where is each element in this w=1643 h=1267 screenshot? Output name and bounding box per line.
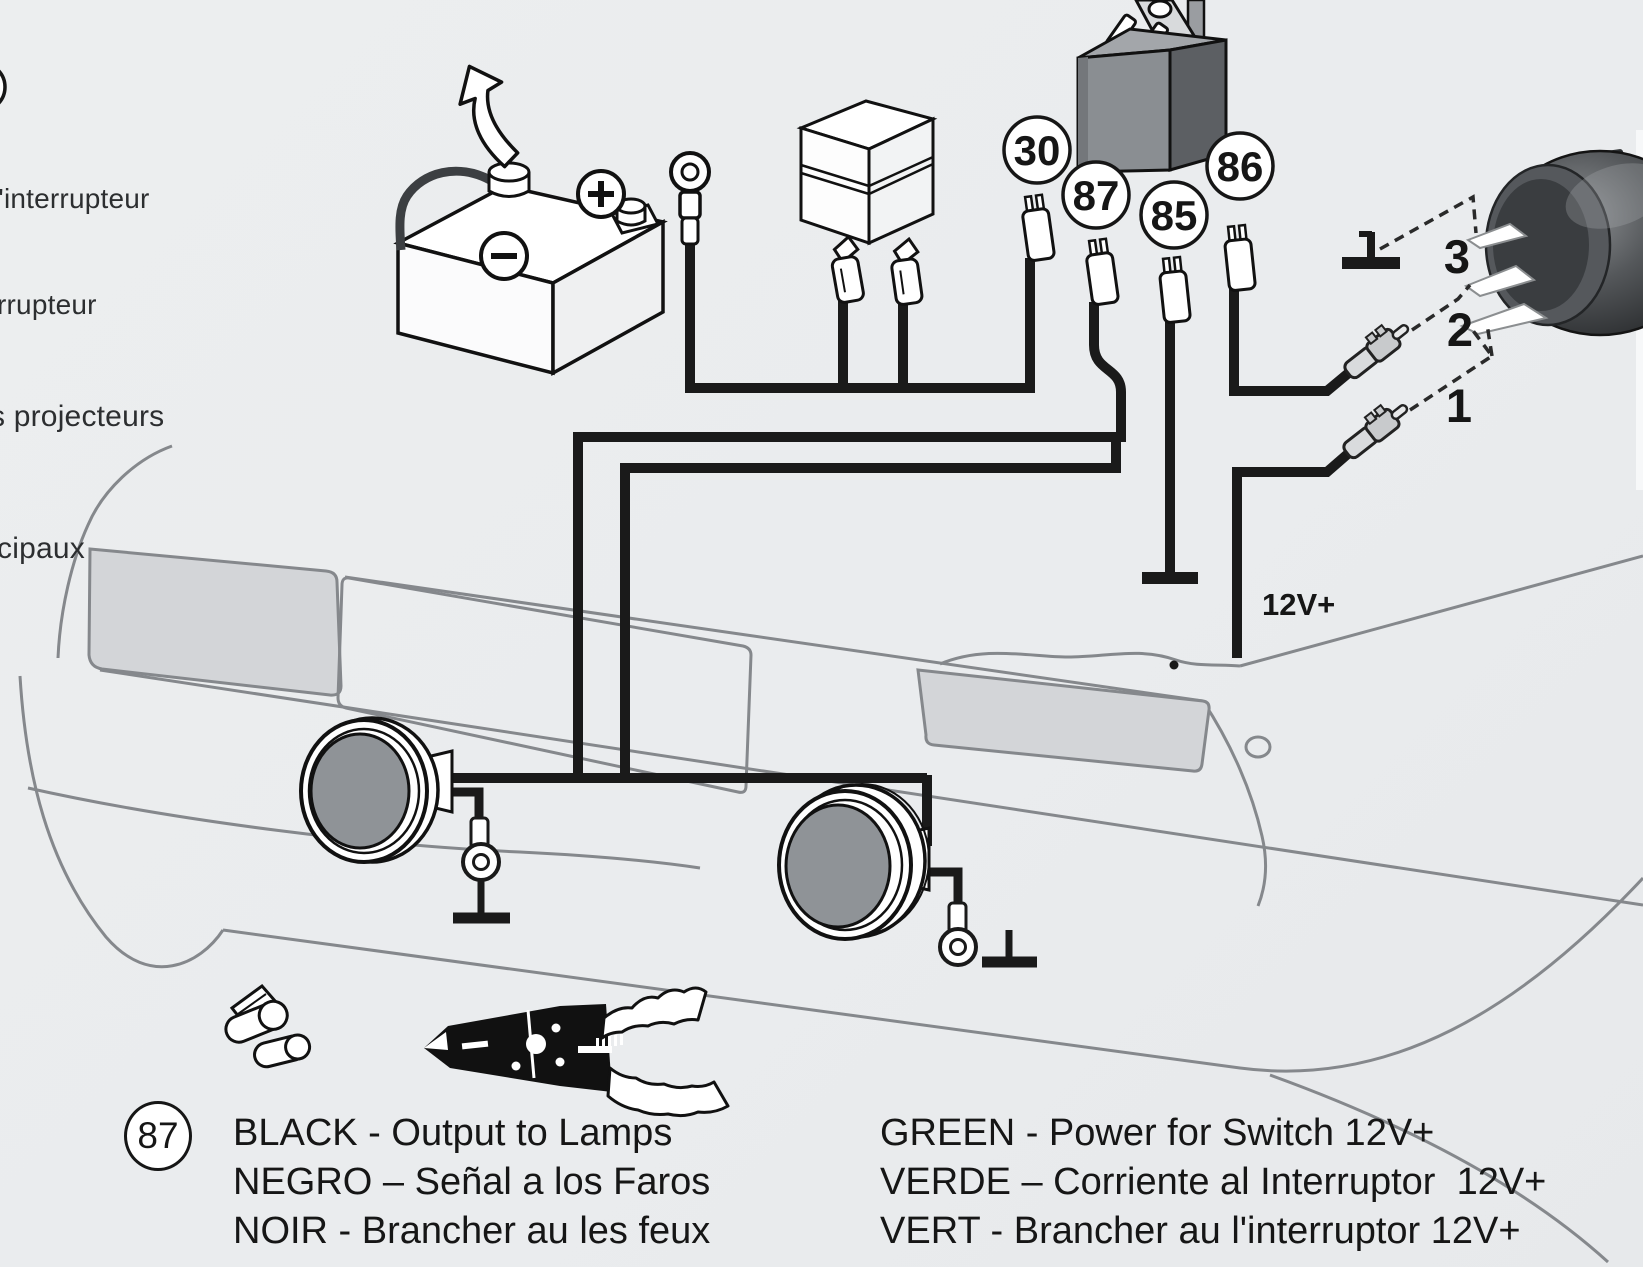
wire-87-branch-right-lamp [620, 441, 1121, 782]
relay [1076, 0, 1228, 174]
wire-12v-to-switch [1232, 448, 1354, 658]
splice-connector-1-icon [830, 234, 865, 304]
car-rear-window [916, 668, 1211, 773]
car-hood-crease [27, 786, 701, 870]
battery-side-face [551, 219, 665, 376]
car-c-pillar [1201, 700, 1267, 907]
switch-pin-3 [1465, 222, 1529, 250]
spade-86-icon [1223, 223, 1257, 292]
car-bottom-line [222, 876, 1643, 1073]
car-rear-deck-line [939, 651, 1241, 668]
battery-post-negative [609, 197, 661, 235]
legend-green-line: GREEN - Power for Switch 12V+ [880, 1112, 1435, 1154]
terminal-85-badge: 85 [1139, 180, 1209, 250]
car-door-window [336, 576, 753, 794]
wire-battery-to-relay30 [685, 244, 1035, 393]
relay-front-face [1076, 48, 1172, 174]
dashed-pin3-to-ground [1379, 194, 1478, 251]
legend-black-line: BLACK - Output to Lamps [233, 1112, 673, 1154]
dashed-pin2-to-bullet [1411, 283, 1472, 332]
battery-ring-terminal-icon [669, 151, 711, 246]
terminal-85-label: 85 [1151, 192, 1198, 239]
switch-pin-1 [1459, 302, 1549, 336]
spade-85-icon [1158, 255, 1192, 324]
lamp-left-lens [309, 732, 411, 850]
tool-splice-pieces-icon [224, 983, 312, 1069]
legend-negro-line: NEGRO – Señal a los Faros [233, 1161, 711, 1203]
spade-30-icon [1021, 193, 1056, 262]
battery-post-positive [487, 161, 531, 198]
crimper-handle-upper [600, 986, 708, 1040]
clipped-badge-topleft [0, 69, 7, 105]
fog-lamp-right [777, 783, 931, 941]
lamp-right-lens [784, 803, 892, 929]
splice-connector-2-icon [890, 236, 924, 306]
fuse-seam-2 [800, 162, 934, 196]
bullet-connector-circuit2-icon [1343, 323, 1410, 380]
wiring-harness [445, 244, 1355, 908]
relay-front-shade [1078, 57, 1088, 172]
wire-86-to-switch [1229, 288, 1355, 396]
legend-vert-line: VERT - Brancher au l'interruptor 12V+ [880, 1210, 1521, 1252]
grommet-dot [1169, 660, 1179, 670]
ground-right-lamp-icon [982, 930, 1037, 968]
tool-crimper-icon [424, 986, 730, 1118]
ring-terminal-left-lamp-icon [461, 816, 501, 882]
switch-pin3-label: 3 [1444, 230, 1470, 283]
ground-left-lamp-icon [453, 880, 510, 924]
battery-minus-icon [479, 231, 529, 281]
ring-terminal-right-lamp-icon [938, 901, 978, 967]
relay-terminal-badges: 30 87 85 86 [1002, 115, 1275, 250]
wire-right-lamp-ground-branch [925, 867, 963, 908]
switch-pin1-label: 1 [1446, 379, 1472, 432]
fog-lamp-left [299, 716, 454, 864]
edge-label-rupteur: rrupteur [0, 289, 97, 320]
fuse-side-face [867, 116, 935, 246]
wire-87-down [1089, 302, 1126, 441]
switch-pin-2 [1463, 264, 1537, 298]
power-12v-label: 12V+ [1262, 587, 1335, 622]
legend-key-number: 87 [137, 1115, 179, 1156]
battery-plus-icon [576, 169, 626, 219]
edge-label-projecteurs: s projecteurs [0, 400, 165, 433]
spade-87-icon [1085, 237, 1120, 306]
dashed-pin1-to-bullet [1409, 322, 1495, 412]
ground-switch-icon [1342, 231, 1400, 269]
battery-cable [395, 166, 493, 251]
fuse-seam [800, 155, 934, 188]
car-shoulder-line [344, 575, 1204, 703]
wire-87-branch-left-lamp [573, 432, 1126, 782]
car-trunk-detail [1244, 735, 1272, 759]
rocker-switch [1459, 149, 1643, 337]
disconnect-arrow-icon [458, 64, 520, 169]
car-rear-lower-curve [1269, 1073, 1610, 1264]
fuse-holder [796, 99, 938, 246]
lamp-ring-terminals [461, 816, 978, 967]
car-rear-quarter-line [1239, 554, 1643, 668]
terminal-87-label: 87 [1073, 172, 1120, 219]
dashed-leaders [1379, 194, 1495, 412]
legend-noir-line: NOIR - Brancher au les feux [233, 1210, 711, 1252]
wire-left-lamp-ground-branch [445, 787, 484, 824]
car-front-fender [18, 675, 225, 969]
terminal-87-badge: 87 [1061, 160, 1131, 230]
terminal-30-badge: 30 [1002, 115, 1072, 185]
ground-symbols [453, 231, 1400, 968]
terminal-86-label: 86 [1217, 143, 1264, 190]
terminal-30-label: 30 [1014, 127, 1061, 174]
terminal-86-badge: 86 [1205, 131, 1275, 201]
car-a-pillar [56, 444, 173, 659]
fuse-front-face [799, 125, 871, 246]
legend-key-badge: 87 [124, 1101, 192, 1171]
bullet-connector-circuit1-icon [1342, 403, 1409, 460]
switch-pin2-label: 2 [1447, 303, 1473, 356]
edge-label-interrupteur: l'interrupteur [0, 183, 150, 214]
spade-connectors [1021, 193, 1257, 324]
edge-label-cipaux: cipaux [0, 532, 85, 565]
car-windshield [87, 547, 343, 697]
crimper-handle-lower [606, 1066, 730, 1118]
legend-verde-line: VERDE – Corriente al Interruptor 12V+ [880, 1161, 1547, 1203]
battery [393, 64, 668, 376]
